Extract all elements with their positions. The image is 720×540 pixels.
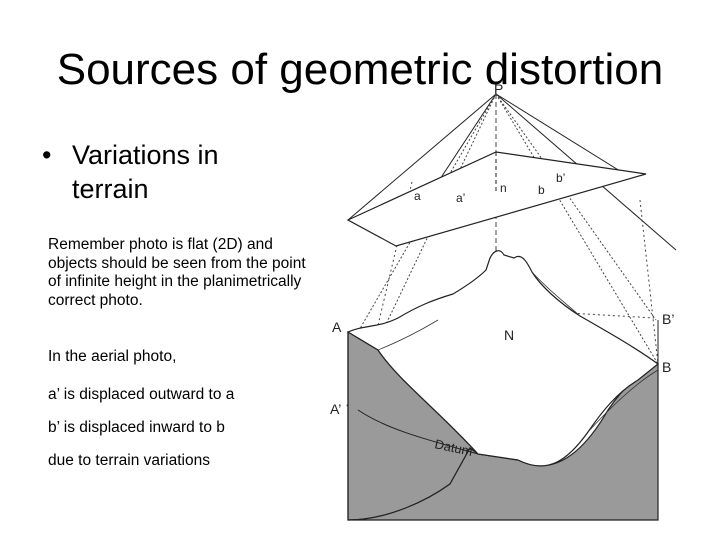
terrain-contour-lines [377,271,659,433]
relief-displacement-diagram: P n a a’ b b’ N A A’ B’ B Datum [330,81,677,521]
label-b-ground: B [662,359,671,375]
label-a-plane: a [414,189,421,203]
b-displacement-note: b’ is displaced inward to b [48,419,225,436]
label-a-prime-ground: A’ [330,401,341,417]
label-b-prime-plane: b’ [556,171,565,185]
bullet-text: Variations in terrain [72,140,219,204]
terrain-cause-note: due to terrain variations [48,452,210,469]
slide-title: Sources of geometric distortion [56,45,664,94]
datum-band [357,409,519,461]
terrain-top-surface [346,250,659,467]
label-a-ground: A [332,319,342,335]
bullet-dot-icon: • [42,140,52,170]
label-p: P [494,81,503,97]
label-n-ground: N [504,327,514,343]
label-n-plane: n [500,181,507,195]
diagram-labels: P n a a’ b b’ N A A’ B’ B Datum [330,81,674,459]
photo-plane [346,151,647,247]
label-b-plane: b [538,183,545,197]
a-displacement-note: a’ is displaced outward to a [48,386,235,403]
explanation-paragraph: Remember photo is flat (2D) and objects … [48,236,306,309]
label-b-prime-ground: B’ [662,311,674,327]
aerial-photo-intro: In the aerial photo, [48,348,177,365]
label-a-prime-plane: a’ [456,191,465,205]
